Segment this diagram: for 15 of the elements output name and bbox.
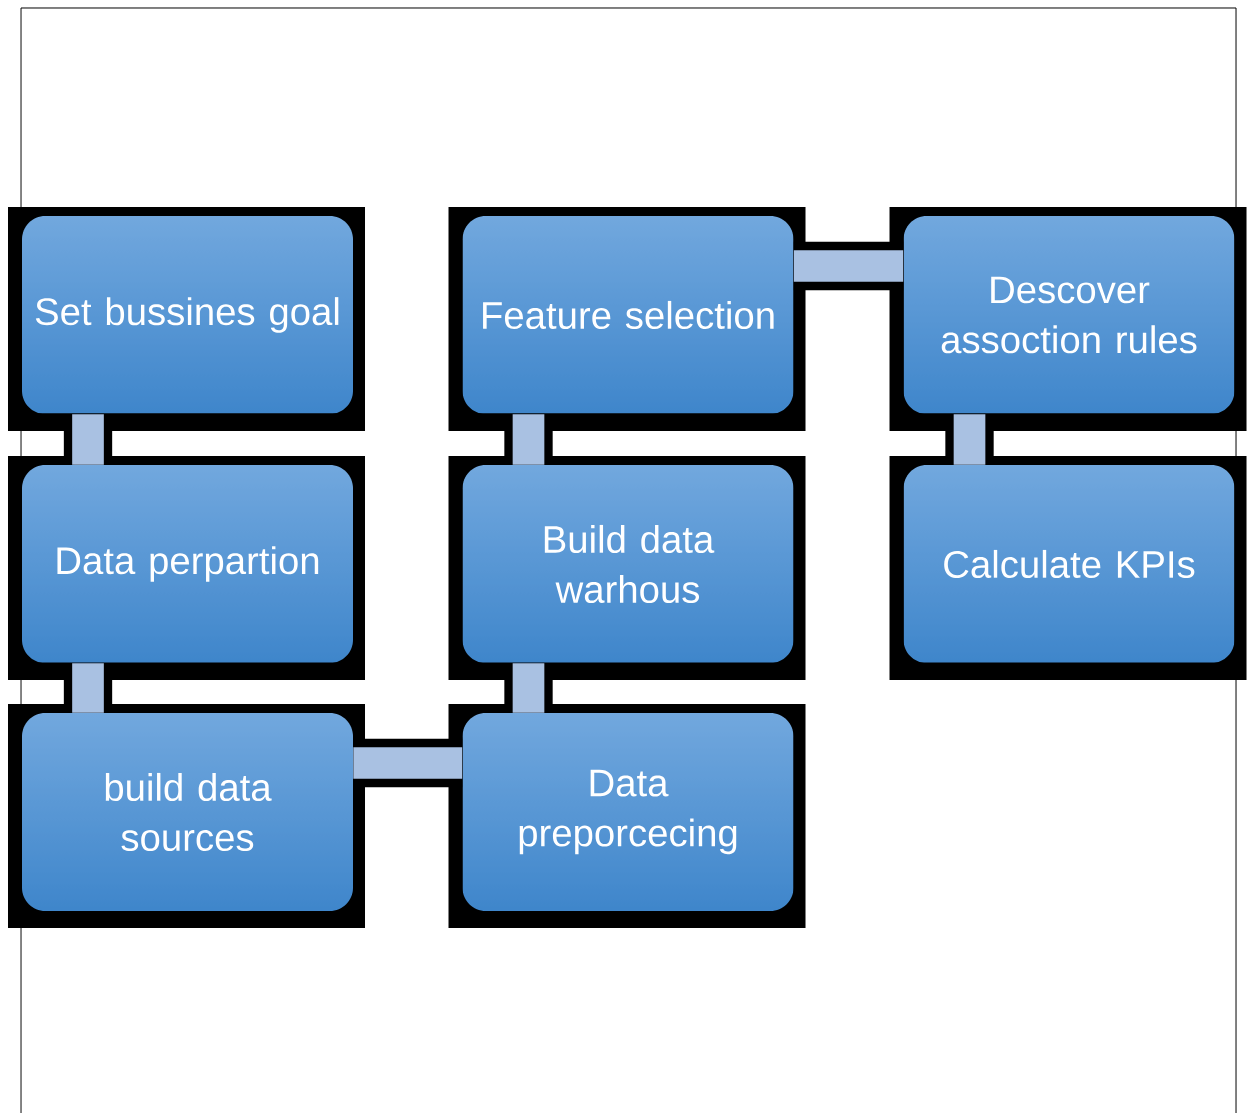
process-box: Descover assoction rules <box>889 207 1247 431</box>
connector-bar <box>353 738 463 788</box>
process-box: Set bussines goal <box>8 207 365 431</box>
process-box: Data preporcecing <box>448 704 806 928</box>
process-box: build data sources <box>8 704 365 928</box>
process-box: Feature selection <box>448 207 806 431</box>
connector-bar <box>793 241 904 291</box>
process-box: Data perpartion <box>8 456 365 680</box>
process-box: Calculate KPIs <box>889 456 1247 680</box>
connector-bar <box>63 663 113 713</box>
connector-bar <box>945 414 994 465</box>
connector-bar <box>504 414 553 465</box>
connector-bar <box>504 663 553 713</box>
connector-bar <box>63 414 113 465</box>
process-box: Build data warhous <box>448 456 806 680</box>
